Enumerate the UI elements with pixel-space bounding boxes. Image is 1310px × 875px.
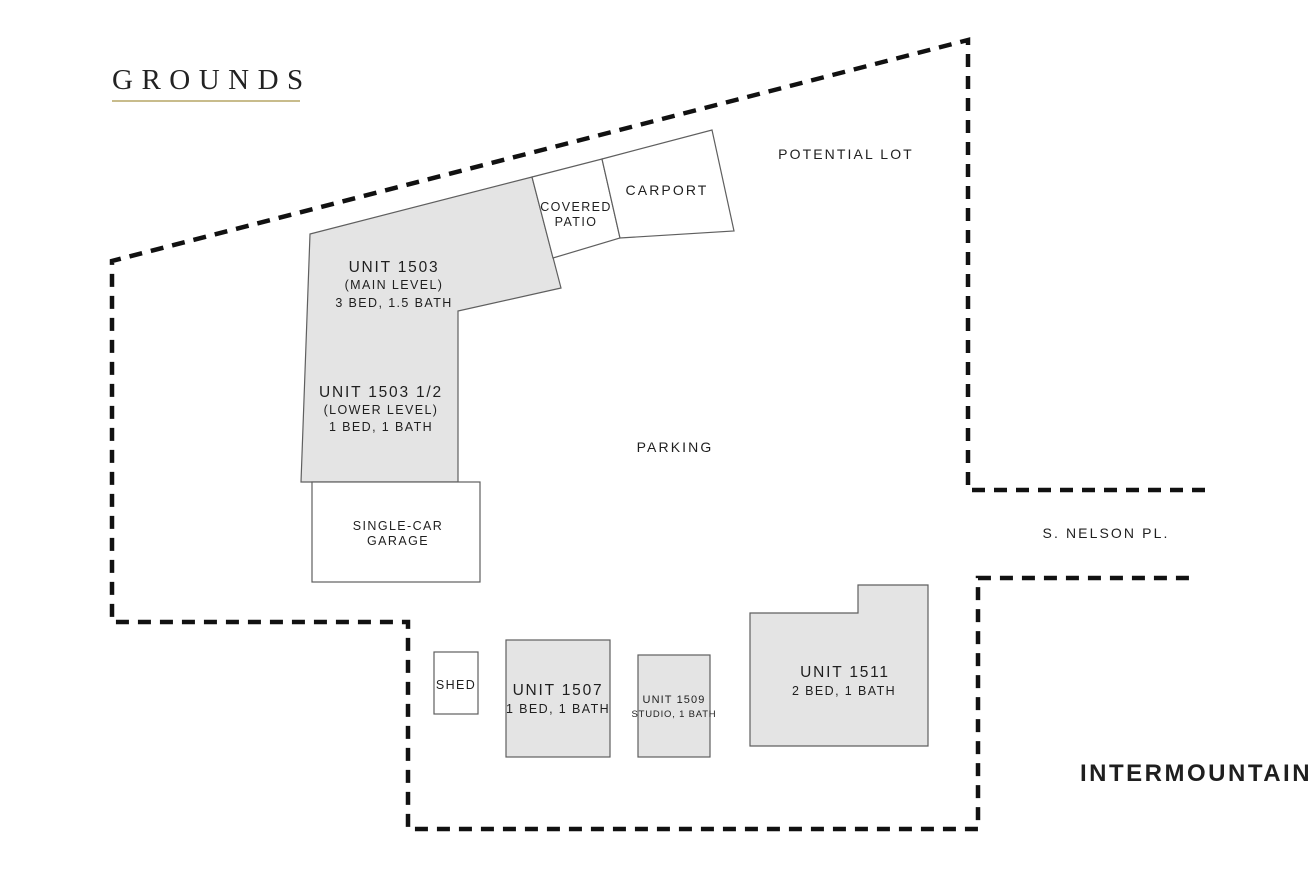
garage-label-line1: SINGLE-CAR bbox=[353, 519, 443, 533]
unit-1503-half-specs: 1 BED, 1 BATH bbox=[329, 420, 433, 434]
garage-shape bbox=[311, 481, 481, 583]
unit-1511-specs: 2 BED, 1 BATH bbox=[792, 684, 896, 698]
unit-1511-name: UNIT 1511 bbox=[800, 664, 890, 681]
shed-label: SHED bbox=[436, 678, 476, 692]
street-label: S. NELSON PL. bbox=[1043, 525, 1170, 541]
unit-1503-half-level: (LOWER LEVEL) bbox=[324, 403, 439, 417]
unit-1509-name: UNIT 1509 bbox=[643, 694, 706, 706]
garage-label-line2: GARAGE bbox=[367, 534, 429, 548]
unit-1503-half-name: UNIT 1503 1/2 bbox=[319, 384, 443, 401]
unit-1509-specs: STUDIO, 1 BATH bbox=[632, 709, 717, 720]
unit-1507-name: UNIT 1507 bbox=[513, 682, 604, 699]
covered-patio-label-line2: PATIO bbox=[555, 215, 598, 229]
unit-1511-building bbox=[749, 584, 929, 747]
unit-1503-name: UNIT 1503 bbox=[349, 259, 440, 276]
parking-label: PARKING bbox=[637, 439, 714, 455]
potential-lot-label: POTENTIAL LOT bbox=[778, 146, 914, 162]
unit-1507-building bbox=[505, 639, 611, 758]
intermountain-watermark: INTERMOUNTAIN bbox=[1080, 760, 1310, 787]
carport-label: CARPORT bbox=[626, 182, 709, 198]
page-title: GROUNDS bbox=[112, 64, 312, 96]
shed-shape bbox=[433, 651, 479, 715]
property-boundary bbox=[109, 37, 1205, 832]
unit-1503-specs: 3 BED, 1.5 BATH bbox=[335, 296, 452, 310]
unit-1503-building bbox=[300, 176, 562, 483]
unit-1509-building bbox=[637, 654, 711, 758]
unit-1507-specs: 1 BED, 1 BATH bbox=[506, 702, 610, 716]
unit-1503-level: (MAIN LEVEL) bbox=[345, 278, 444, 292]
covered-patio-label-line1: COVERED bbox=[540, 200, 612, 214]
carport-shape bbox=[601, 129, 735, 239]
